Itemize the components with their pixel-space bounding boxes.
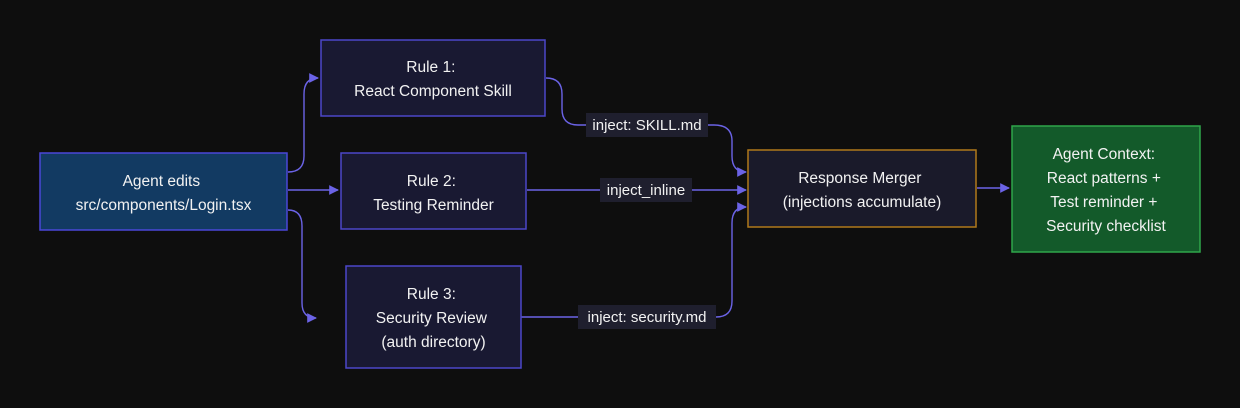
node-rule3-line-1: Rule 3:: [407, 286, 456, 303]
node-context-label: Agent Context: React patterns + Test rem…: [1046, 146, 1166, 235]
node-rule3-box: [345, 265, 522, 369]
node-rule2-box: [340, 152, 527, 230]
edge-rule3-merger: [521, 202, 747, 318]
node-merger-box: [747, 149, 977, 228]
node-context: Agent Context: React patterns + Test rem…: [1011, 125, 1201, 253]
node-source-label: Agent edits src/components/Login.tsx: [76, 173, 252, 214]
node-merger-line-2: (injections accumulate): [783, 194, 942, 211]
edge-label-rule3-bg: [578, 305, 716, 329]
edge-label-rule1-bg: [586, 113, 708, 137]
node-merger-label: Response Merger (injections accumulate): [783, 170, 942, 211]
node-rule1: Rule 1: React Component Skill: [320, 39, 546, 117]
node-context-line-3: Test reminder +: [1050, 194, 1157, 211]
node-rule2-line-1: Rule 2:: [407, 173, 456, 190]
edge-label-rule1: inject: SKILL.md: [586, 113, 708, 137]
edge-label-rule1-text: inject: SKILL.md: [592, 117, 701, 134]
node-rule1-box: [320, 39, 546, 117]
node-rule2-line-2: Testing Reminder: [373, 197, 494, 214]
node-rule1-label: Rule 1: React Component Skill: [354, 59, 512, 100]
edge-label-rule2-bg: [600, 178, 692, 202]
node-context-line-2: React patterns +: [1047, 170, 1161, 187]
edge-label-rule3-text: inject: security.md: [588, 309, 707, 326]
node-source-box: [39, 152, 288, 231]
node-context-line-1: Agent Context:: [1053, 146, 1156, 163]
node-context-box: [1011, 125, 1201, 253]
node-rule3: Rule 3: Security Review (auth directory): [345, 265, 522, 369]
node-source: Agent edits src/components/Login.tsx: [39, 152, 288, 231]
edge-label-rule3: inject: security.md: [578, 305, 716, 329]
node-rule3-line-2: Security Review: [376, 310, 488, 327]
node-rule3-label: Rule 3: Security Review (auth directory): [376, 286, 491, 351]
node-rule1-line-1: Rule 1:: [406, 59, 455, 76]
node-merger: Response Merger (injections accumulate): [747, 149, 977, 228]
edge-label-rule2: inject_inline: [600, 178, 692, 202]
edge-label-rule2-text: inject_inline: [607, 182, 685, 199]
node-source-line-1: Agent edits: [123, 173, 201, 190]
node-rule2-label: Rule 2: Testing Reminder: [373, 173, 494, 214]
node-merger-line-1: Response Merger: [798, 170, 921, 187]
edge-source-rule3: [287, 209, 317, 323]
node-context-line-4: Security checklist: [1046, 218, 1166, 235]
node-rule3-line-3: (auth directory): [381, 334, 485, 351]
edge-source-rule1: [287, 73, 319, 173]
node-rule2: Rule 2: Testing Reminder: [340, 152, 527, 230]
node-rule1-line-2: React Component Skill: [354, 83, 512, 100]
node-source-line-2: src/components/Login.tsx: [76, 197, 252, 214]
